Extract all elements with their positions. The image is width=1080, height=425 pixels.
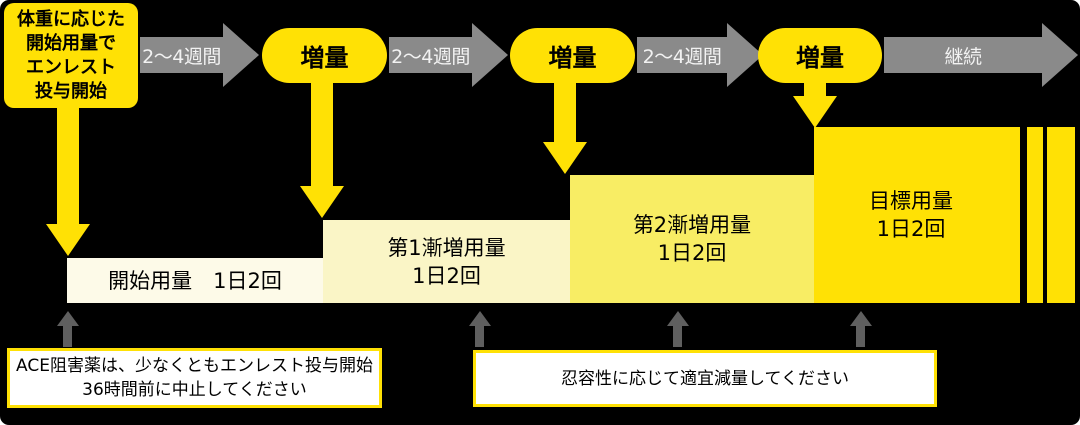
increase-pill-3: 増量 [758,28,882,83]
dose-step-titration-2: 第2漸増用量 1日2回 [570,175,814,303]
continuation-break-stripe-2 [1043,127,1047,303]
start-dose-callout: 体重に応じた 開始用量で エンレスト 投与開始 [4,3,138,108]
note-ace-inhibitor: ACE阻害薬は、少なくともエンレスト投与開始 36時間前に中止してください [7,348,382,408]
continuation-break-stripe-1 [1020,127,1027,303]
increase-pill-1-label: 増量 [300,44,349,72]
increase-pill-3-label: 増量 [796,44,844,72]
up-arrow-icon-4 [856,326,865,347]
note-tolerability: 忍容性に応じて適宜減量してください [473,350,937,407]
continue-arrow-label: 継続 [944,45,982,68]
dose-step-target: 目標用量 1日2回 [814,127,1075,303]
increase-pill-2-label: 増量 [548,44,597,72]
down-arrow-icon-1 [311,80,333,186]
increase-pill-1: 増量 [262,28,387,83]
interval-arrow-1-label: 2〜4週間 [142,45,221,68]
up-arrow-icon-3 [673,326,682,347]
interval-arrow-3-label: 2〜4週間 [642,45,722,68]
down-arrow-icon-2 [554,80,576,142]
continue-arrow: 継続 [884,37,1042,73]
up-arrow-icon-1 [63,326,72,347]
interval-arrow-2-label: 2〜4週間 [391,45,470,68]
increase-pill-2: 増量 [510,28,635,83]
interval-arrow-3: 2〜4週間 [637,37,727,73]
down-arrow-icon-3 [804,80,826,96]
interval-arrow-1: 2〜4週間 [140,37,223,73]
up-arrow-icon-2 [475,326,484,347]
interval-arrow-2: 2〜4週間 [389,37,472,73]
dose-step-titration-1: 第1漸増用量 1日2回 [323,220,570,303]
dose-step-starting: 開始用量 1日2回 [67,258,323,303]
down-arrow-icon-start [57,106,79,224]
